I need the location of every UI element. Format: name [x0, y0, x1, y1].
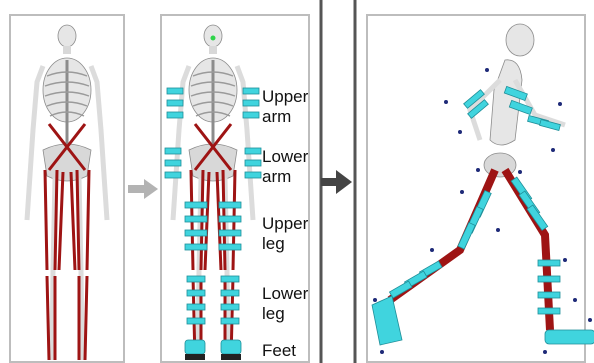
skeleton-model-front	[27, 25, 107, 360]
label-upper-arm-line2: arm	[262, 107, 308, 127]
running-figure	[372, 24, 594, 354]
arrow-dark	[321, 170, 352, 194]
label-lower-leg-line1: Lower	[262, 284, 308, 304]
label-upper-leg-line1: Upper	[262, 214, 308, 234]
label-upper-arm: Upper arm	[262, 87, 308, 127]
label-lower-leg: Lower leg	[262, 284, 308, 324]
label-lower-arm-line1: Lower	[262, 147, 308, 167]
label-lower-leg-line2: leg	[262, 304, 308, 324]
label-lower-arm-line2: arm	[262, 167, 308, 187]
arrow-light	[128, 179, 158, 199]
label-feet: Feet	[262, 341, 296, 361]
label-upper-leg-line2: leg	[262, 234, 308, 254]
label-upper-leg: Upper leg	[262, 214, 308, 254]
label-lower-arm: Lower arm	[262, 147, 308, 187]
skeleton-exoskeleton-front	[165, 25, 261, 360]
label-upper-arm-line1: Upper	[262, 87, 308, 107]
